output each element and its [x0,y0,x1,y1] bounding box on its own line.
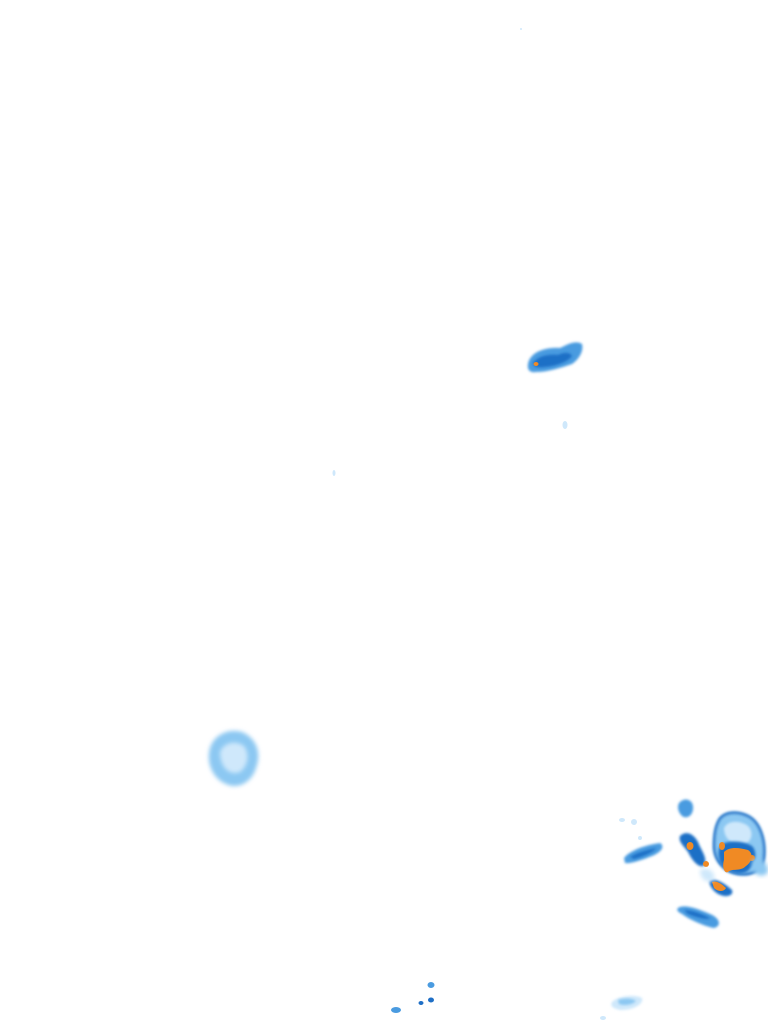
rain-speck [520,28,522,30]
rain-speck [619,818,625,822]
rain-light [618,998,636,1005]
rain-cluster-southeast [619,799,768,928]
rain-speck [631,819,637,825]
rain-ring-inner [724,821,752,845]
rain-light [752,858,768,876]
rain-extreme [723,848,752,873]
rain-speck [418,1001,424,1005]
rain-blob [678,799,694,818]
rain-cell-north [527,342,583,373]
rain-cell-north-core [533,352,572,368]
rain-speck [562,421,568,429]
rain-speck [332,470,336,476]
rain-extreme [719,842,725,850]
rain-cell-west-inner [220,742,248,774]
rain-speck [600,1016,606,1020]
rain-extreme [712,881,726,891]
rain-extreme [703,861,709,867]
rain-speck [638,836,642,840]
rain-band-core [684,910,710,919]
rain-speck [427,982,435,988]
rain-cell-north-peak [533,362,539,366]
rain-cluster-south [391,982,643,1020]
rain-speck [428,997,434,1003]
rain-extreme [686,842,694,850]
rain-cell-west [208,730,259,787]
rain-core [679,833,706,867]
rain-speck [391,1007,401,1013]
rain-light [700,868,715,882]
rain-band-core [630,848,656,859]
